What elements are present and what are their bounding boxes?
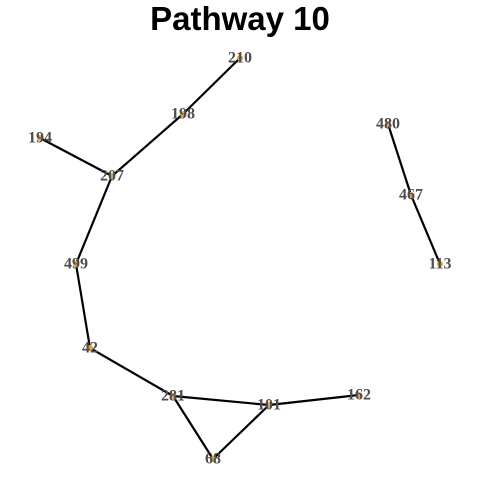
edge-210-198 (182, 57, 241, 115)
node-label-281: 281 (161, 388, 185, 405)
edges-layer (39, 57, 442, 460)
node-499 (73, 261, 79, 267)
node-101 (266, 402, 272, 408)
edge-194-207 (39, 137, 113, 177)
edge-467-113 (409, 194, 442, 265)
node-68 (210, 456, 216, 462)
node-label-499: 499 (64, 256, 88, 273)
node-207 (109, 173, 115, 179)
node-label-68: 68 (205, 451, 221, 468)
node-label-480: 480 (376, 116, 400, 133)
labels-layer: 210 198 194 207 480 467 113 499 42 281 101 162 68 (28, 50, 452, 468)
edge-281-68 (172, 395, 214, 460)
node-label-467: 467 (399, 187, 423, 204)
node-467 (408, 192, 414, 198)
node-label-198: 198 (171, 106, 195, 123)
node-label-113: 113 (428, 256, 451, 273)
edge-101-162 (268, 393, 360, 407)
node-label-162: 162 (347, 387, 371, 404)
node-281 (170, 393, 176, 399)
edge-207-499 (74, 175, 114, 265)
edge-68-101 (212, 404, 270, 460)
node-198 (180, 111, 186, 117)
node-480 (385, 121, 391, 127)
node-42 (87, 345, 93, 351)
edge-42-281 (89, 347, 174, 397)
node-label-207: 207 (100, 168, 124, 185)
node-162 (356, 392, 362, 398)
nodes-layer (37, 55, 443, 462)
node-194 (37, 135, 43, 141)
node-210 (237, 55, 243, 61)
node-label-194: 194 (28, 130, 52, 147)
edge-198-207 (111, 113, 184, 177)
edge-281-101 (172, 394, 270, 407)
edge-480-467 (386, 123, 413, 196)
node-113 (437, 261, 443, 267)
node-label-42: 42 (82, 340, 98, 357)
diagram-title: Pathway 10 (150, 0, 330, 37)
node-label-210: 210 (228, 50, 252, 67)
edge-499-42 (74, 263, 92, 349)
node-label-101: 101 (257, 397, 281, 414)
